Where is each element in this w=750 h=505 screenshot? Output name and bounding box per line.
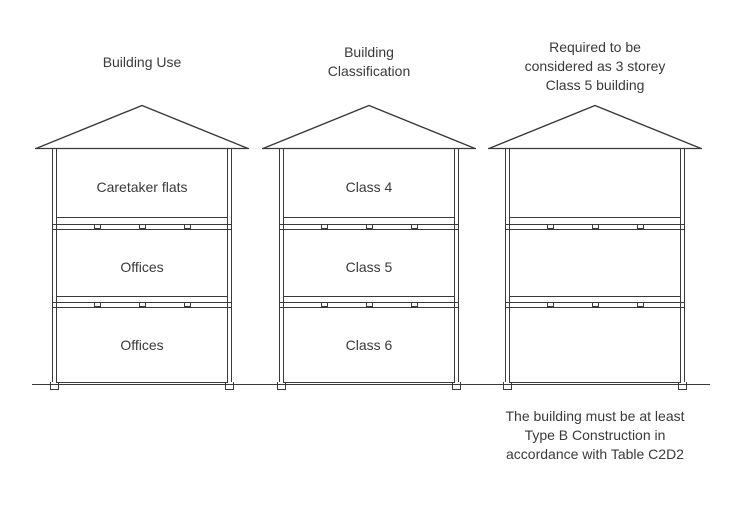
- slab-notch: [411, 303, 418, 307]
- base-line: [283, 382, 455, 383]
- floor-label: Caretaker flats: [96, 179, 188, 195]
- roof-outline: [262, 104, 476, 150]
- building-right: [488, 104, 702, 392]
- slab-notch: [547, 225, 554, 229]
- base-line: [56, 382, 228, 383]
- floor-slab-1: [279, 224, 459, 230]
- floor-label: Class 5: [345, 259, 393, 275]
- floor-label: Offices: [120, 259, 164, 275]
- roof-outline: [488, 104, 702, 150]
- footing-left: [277, 382, 286, 390]
- roof-outline: [35, 104, 249, 150]
- footing-left: [50, 382, 59, 390]
- slab-notch: [184, 303, 191, 307]
- base-line: [509, 382, 681, 383]
- slab-notch: [184, 225, 191, 229]
- wall-left: [52, 148, 57, 382]
- construction-note: The building must be at least Type B Con…: [505, 408, 685, 462]
- building-middle: Class 4 Class 5 Class 6: [262, 104, 476, 392]
- storey-2-floor-line: [283, 296, 455, 297]
- wall-left: [279, 148, 284, 382]
- floor-slab-2: [505, 302, 685, 308]
- slab-notch: [411, 225, 418, 229]
- floor-slab-2: [52, 302, 232, 308]
- wall-right: [680, 148, 685, 382]
- storey-1-floor-line: [283, 217, 455, 218]
- slab-notch: [94, 225, 101, 229]
- slab-notch: [139, 225, 146, 229]
- wall-right: [454, 148, 459, 382]
- storey-2-floor-line: [56, 296, 228, 297]
- wall-right: [227, 148, 232, 382]
- slab-notch: [592, 225, 599, 229]
- footing-right: [225, 382, 234, 390]
- slab-notch: [139, 303, 146, 307]
- slab-notch: [547, 303, 554, 307]
- storey-1-floor-line: [56, 217, 228, 218]
- slab-notch: [94, 303, 101, 307]
- slab-notch: [637, 225, 644, 229]
- ground-line: [32, 384, 710, 385]
- slab-notch: [592, 303, 599, 307]
- floor-slab-1: [52, 224, 232, 230]
- floor-label: Class 6: [345, 337, 393, 353]
- floor-slab-2: [279, 302, 459, 308]
- footing-left: [503, 382, 512, 390]
- slab-notch: [321, 225, 328, 229]
- footing-right: [452, 382, 461, 390]
- building-use-title: Building Use: [102, 54, 182, 70]
- floor-slab-1: [505, 224, 685, 230]
- building-left: Caretaker flats Offices Offices: [35, 104, 249, 392]
- slab-notch: [637, 303, 644, 307]
- floor-label: Offices: [120, 337, 164, 353]
- footing-right: [678, 382, 687, 390]
- storey-2-floor-line: [509, 296, 681, 297]
- storey-1-floor-line: [509, 217, 681, 218]
- slab-notch: [366, 225, 373, 229]
- wall-left: [505, 148, 510, 382]
- floor-label: Class 4: [345, 179, 393, 195]
- building-classification-title: Building Classification: [327, 44, 411, 79]
- required-class5-title: Required to be considered as 3 storey Cl…: [524, 39, 666, 93]
- slab-notch: [366, 303, 373, 307]
- slab-notch: [321, 303, 328, 307]
